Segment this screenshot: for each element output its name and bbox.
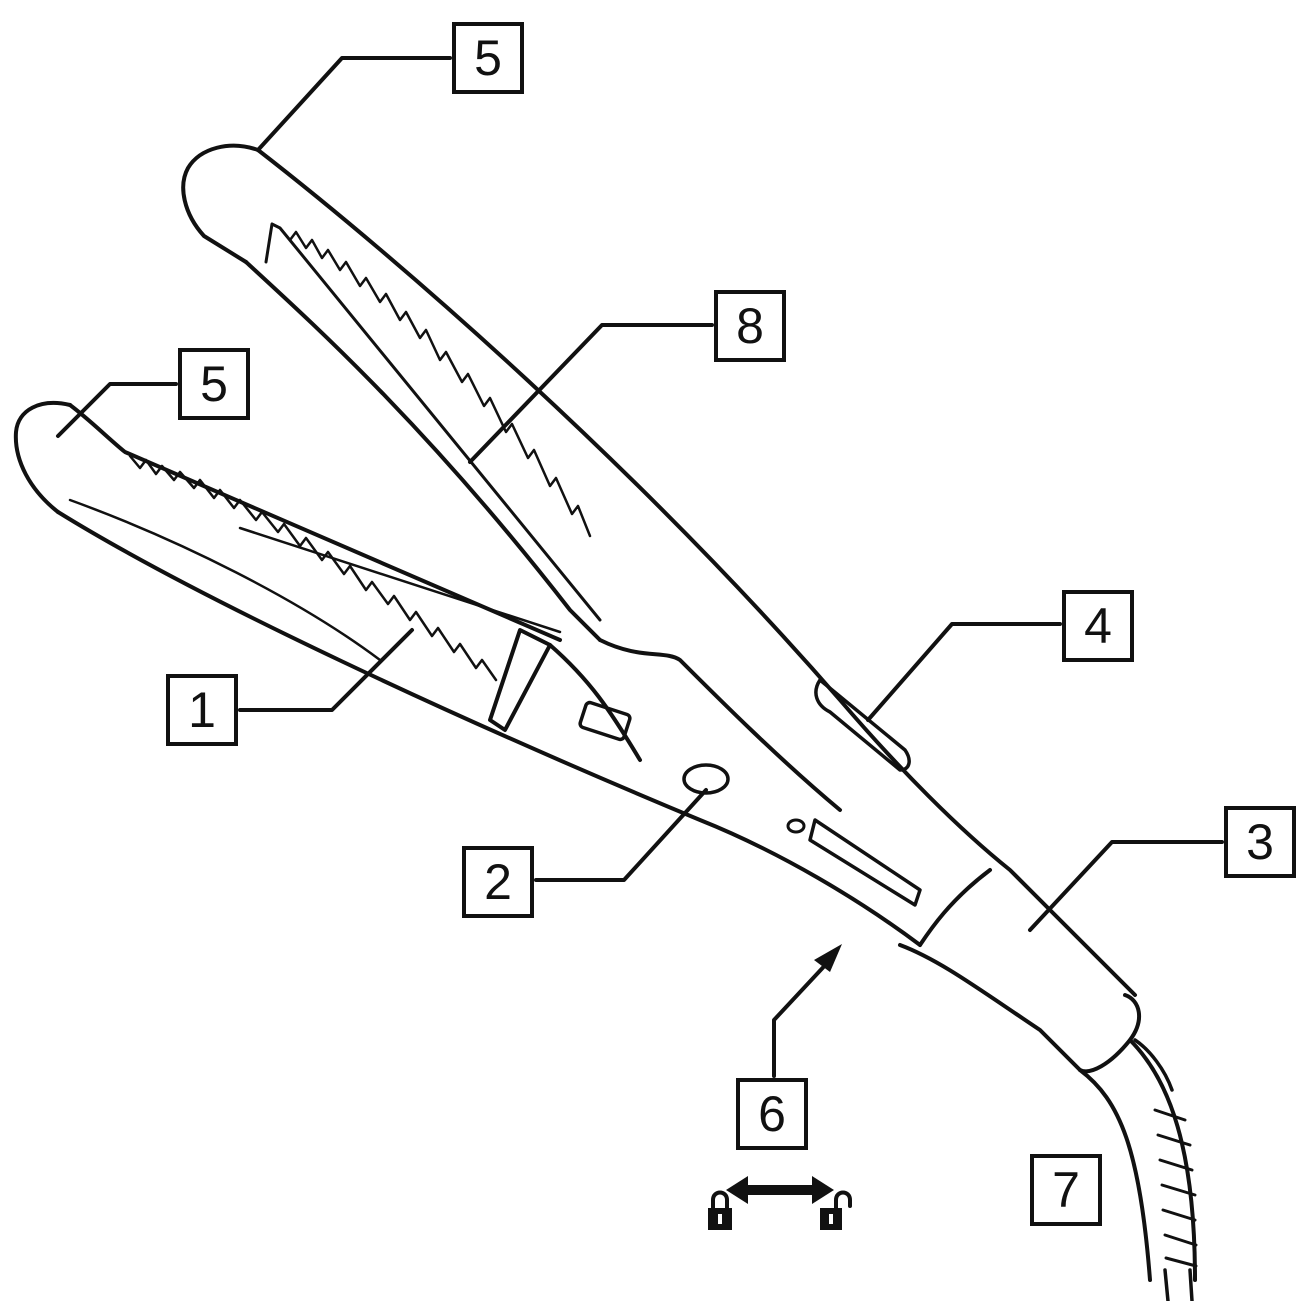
- cord: [1078, 1038, 1198, 1301]
- padlock-open-icon: [820, 1190, 852, 1230]
- leader-lines: [56, 56, 1224, 1078]
- callout-7: 7: [1030, 1154, 1102, 1226]
- padlock-closed-icon: [708, 1190, 732, 1230]
- callout-1: 1: [166, 674, 238, 746]
- upper-arm-body: [181, 143, 1137, 997]
- callout-4: 4: [1062, 590, 1134, 662]
- callout-5-lower: 5: [178, 348, 250, 420]
- callout-2: 2: [462, 846, 534, 918]
- handle: [898, 868, 1174, 1092]
- callout-8: 8: [714, 290, 786, 362]
- lock-indicator: [708, 1176, 852, 1230]
- top-button: [814, 678, 911, 772]
- callout-5-top: 5: [452, 22, 524, 94]
- double-arrow-icon: [726, 1176, 834, 1204]
- lower-arm-body: [13, 401, 922, 947]
- callout-3: 3: [1224, 806, 1296, 878]
- callout-6: 6: [736, 1078, 808, 1150]
